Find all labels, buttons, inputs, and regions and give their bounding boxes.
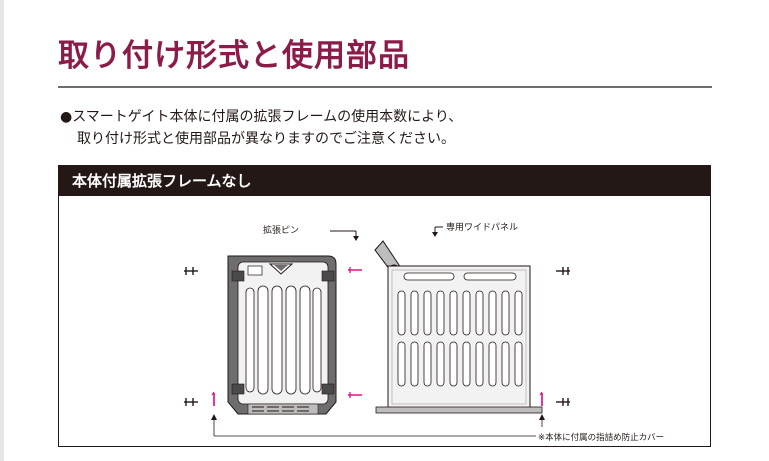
wall-fitting-left-bottom <box>184 398 198 406</box>
section-header: 本体付属拡張フレームなし <box>58 165 711 196</box>
title-underline <box>58 86 712 88</box>
pinch-guard-cover-right <box>539 391 543 406</box>
page-title: 取り付け形式と使用部品 <box>58 38 410 74</box>
cover-callout-line <box>211 414 545 437</box>
section-header-label: 本体付属拡張フレームなし <box>72 172 252 190</box>
pin-callout-arrow <box>330 230 359 241</box>
expansion-pin-label: 拡張ピン <box>263 226 300 236</box>
pinch-guard-cover-label: ※本体に付属の指詰め防止カバー <box>538 433 665 443</box>
pinch-guard-cover-left <box>211 391 215 406</box>
page-left-edge <box>0 0 4 461</box>
description-text: ●スマートゲイト本体に付属の拡張フレームの使用本数により、 取り付け形式と使用部… <box>60 106 462 150</box>
installation-diagram <box>184 226 570 437</box>
description-line-2: 取り付け形式と使用部品が異なりますのでご注意ください。 <box>77 131 455 147</box>
wall-fitting-right-top <box>556 267 570 275</box>
expansion-pin-top <box>348 267 362 273</box>
expansion-pin-bottom <box>348 392 362 398</box>
gate-body <box>227 255 337 415</box>
wide-panel-label: 専用ワイドパネル <box>446 223 519 233</box>
wall-fitting-left-top <box>184 267 198 275</box>
wide-panel <box>374 240 543 414</box>
wall-fitting-right-bottom <box>556 398 570 406</box>
panel-callout-arrow <box>432 226 443 237</box>
description-line-1: ●スマートゲイト本体に付属の拡張フレームの使用本数により、 <box>60 109 463 125</box>
diagram-frame <box>58 196 711 447</box>
